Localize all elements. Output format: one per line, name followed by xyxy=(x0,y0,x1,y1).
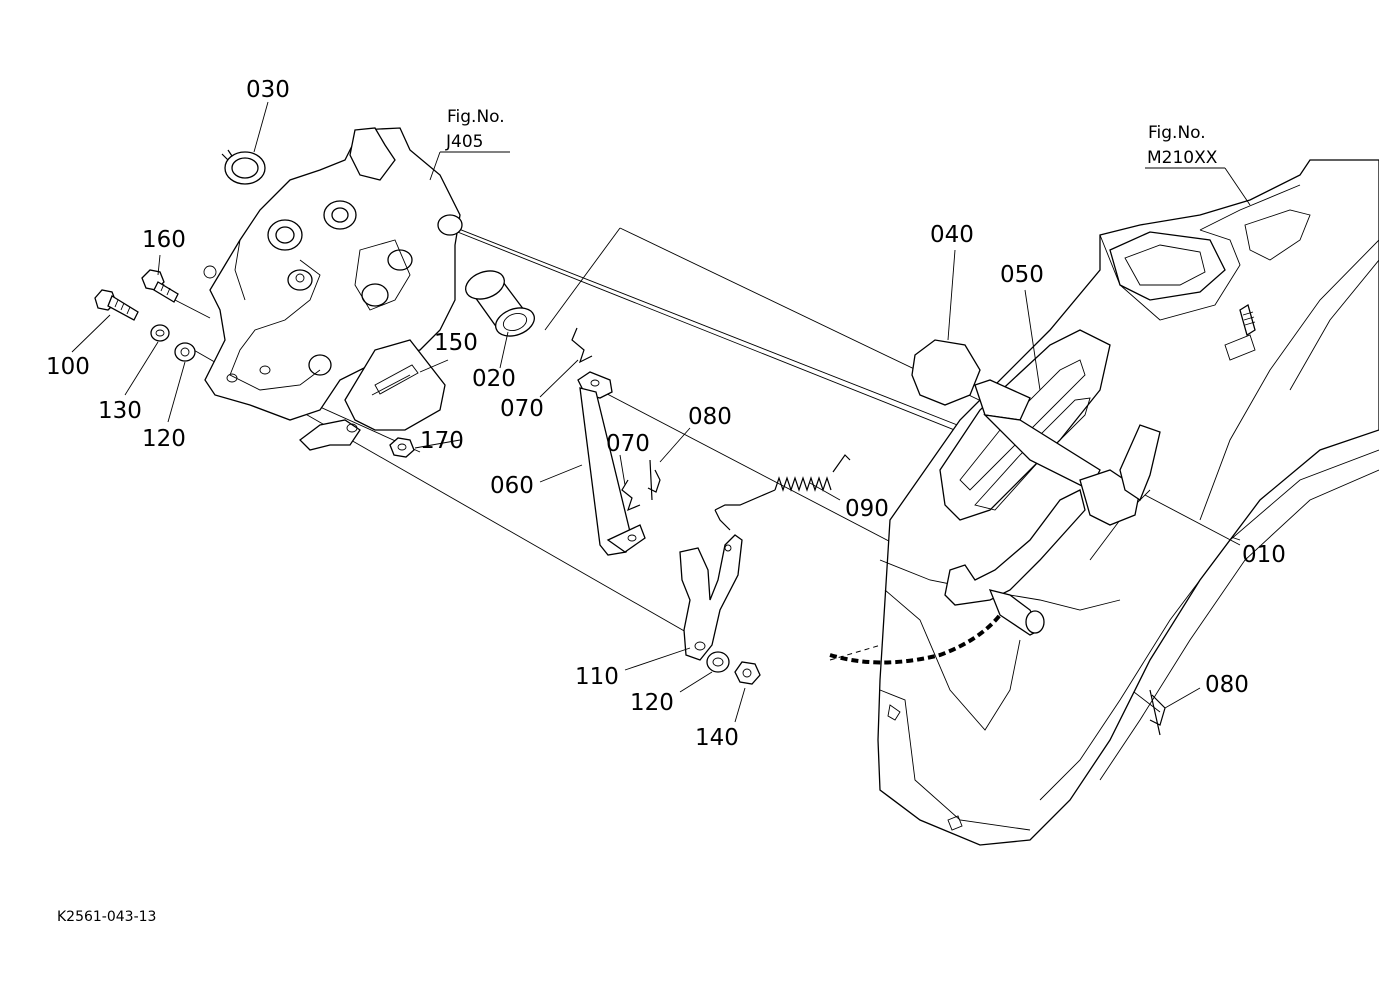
hatched-leader xyxy=(829,613,1002,665)
nut-140 xyxy=(734,661,761,685)
lever-110 xyxy=(679,534,743,661)
snap-pin-080-upper xyxy=(647,459,661,501)
spring-090 xyxy=(714,454,851,531)
snap-pin-080-lower xyxy=(1149,689,1166,736)
rod-060 xyxy=(577,371,646,556)
callout-060: 060 xyxy=(490,473,534,499)
plate-150 xyxy=(299,339,446,451)
stud-bolt-160 xyxy=(141,269,179,303)
callout-080-lower: 080 xyxy=(1205,672,1249,698)
callout-130: 130 xyxy=(98,398,142,424)
callout-080-upper: 080 xyxy=(688,404,732,430)
callout-050: 050 xyxy=(1000,262,1044,288)
callout-110: 110 xyxy=(575,664,619,690)
fig-ref-1-label: Fig.No. xyxy=(447,107,505,127)
callout-100: 100 xyxy=(46,354,90,380)
callout-160: 160 xyxy=(142,227,186,253)
lock-washer-130 xyxy=(150,324,170,342)
figure-references: Fig.No. J405 Fig.No. M210XX xyxy=(445,107,1218,168)
collar-020 xyxy=(465,270,535,337)
callout-140: 140 xyxy=(695,725,739,751)
callout-120-lower: 120 xyxy=(630,690,674,716)
clip-pin-070-lower xyxy=(621,479,641,512)
callout-020: 020 xyxy=(472,366,516,392)
fig-ref-2-number: M210XX xyxy=(1147,148,1218,168)
figure-ref-leaders xyxy=(429,151,1251,206)
washer-120-lower xyxy=(706,651,730,673)
callout-030: 030 xyxy=(246,77,290,103)
shift-lever-010 xyxy=(944,424,1161,636)
callout-090: 090 xyxy=(845,496,889,522)
callout-010: 010 xyxy=(1242,542,1286,568)
callout-labels: 030 150 020 070 070 080 060 090 170 160 … xyxy=(46,77,1286,751)
callout-leaders xyxy=(71,101,1241,723)
bolt-100 xyxy=(94,289,139,321)
callout-150: 150 xyxy=(434,330,478,356)
callout-070-upper: 070 xyxy=(500,396,544,422)
callout-040: 040 xyxy=(930,222,974,248)
drawing-code: K2561-043-13 xyxy=(57,909,156,925)
clip-pin-070-upper xyxy=(571,327,593,364)
fig-ref-2-label: Fig.No. xyxy=(1148,123,1206,143)
callout-120-upper: 120 xyxy=(142,426,186,452)
fig-ref-1-number: J405 xyxy=(445,132,483,152)
callout-070-lower: 070 xyxy=(606,431,650,457)
nut-170 xyxy=(389,437,415,458)
snap-ring-030 xyxy=(221,149,266,185)
washer-120-upper xyxy=(174,342,196,362)
callout-170: 170 xyxy=(420,428,464,454)
